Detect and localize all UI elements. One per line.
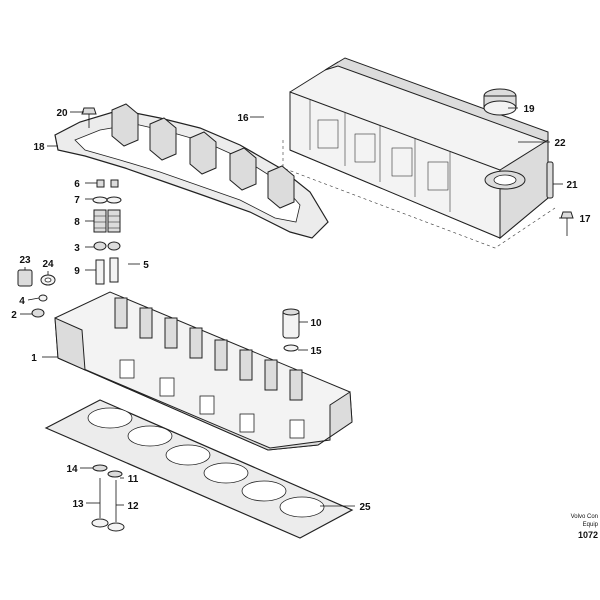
leader-lines	[20, 107, 563, 507]
ports	[119, 359, 305, 439]
callout-15: 15	[310, 346, 322, 357]
callout-17: 17	[579, 214, 591, 225]
callout-24: 24	[42, 259, 54, 270]
head-gasket	[44, 399, 354, 539]
callout-22: 22	[554, 138, 566, 149]
callout-3: 3	[74, 243, 80, 254]
callout-5: 5	[143, 260, 149, 271]
corner-reference: Volvo Con Equip 1072	[571, 514, 599, 540]
rocker-gasket	[54, 103, 329, 239]
callout-16: 16	[237, 113, 249, 124]
valve-guides	[95, 257, 119, 285]
callout-23: 23	[19, 255, 31, 266]
callout-12: 12	[127, 501, 139, 512]
valve-spring-stack	[114, 297, 303, 401]
valve-keepers	[96, 179, 119, 188]
callout-8: 8	[74, 217, 80, 228]
callout-6: 6	[74, 179, 80, 190]
callout-9: 9	[74, 266, 80, 277]
callout-14: 14	[66, 464, 78, 475]
rocker-bridges	[111, 103, 295, 209]
gasket-screw	[81, 107, 97, 128]
corner-ref: 1072	[578, 530, 598, 540]
callout-11: 11	[128, 474, 139, 485]
callout-1: 1	[31, 353, 37, 364]
callout-2: 2	[11, 310, 17, 321]
oil-filler-cap	[483, 88, 517, 116]
corner-brand: Volvo Con	[571, 514, 598, 520]
callout-18: 18	[33, 142, 45, 153]
valve-cover	[282, 57, 556, 249]
callout-4: 4	[19, 296, 25, 307]
spring-retainers	[92, 196, 122, 204]
plug-assembly	[17, 269, 56, 318]
injector-sleeve	[282, 308, 300, 352]
callouts: 1 2 3 4 5 6 7 8 9 10 11 12 13 14 15 16 1…	[11, 104, 591, 513]
callout-13: 13	[72, 499, 84, 510]
gasket-bores	[87, 407, 325, 518]
corner-subtext: Equip	[583, 522, 599, 528]
spring-seats	[93, 241, 121, 251]
valves	[91, 478, 125, 532]
cylinder-head	[54, 291, 353, 451]
dipstick-tube	[546, 161, 554, 199]
cover-screw	[560, 211, 574, 236]
callout-20: 20	[56, 108, 68, 119]
callout-25: 25	[359, 502, 371, 513]
callout-21: 21	[566, 180, 578, 191]
valve-springs	[93, 209, 121, 233]
callout-19: 19	[523, 104, 535, 115]
valve-seals	[92, 464, 123, 478]
callout-10: 10	[310, 318, 322, 329]
callout-7: 7	[74, 195, 80, 206]
